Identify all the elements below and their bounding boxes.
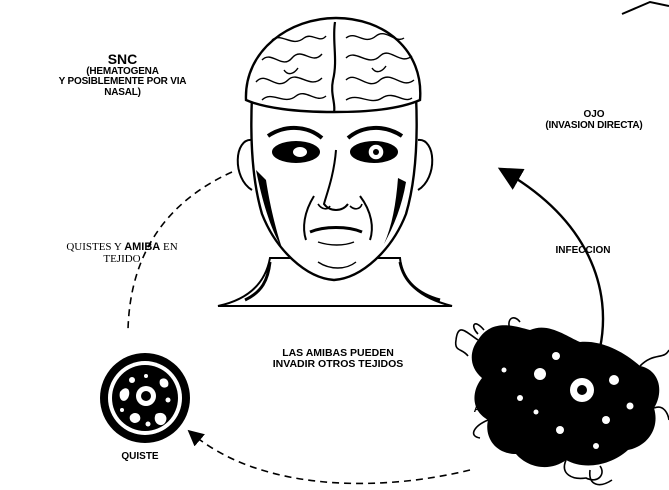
snc-label: SNC (HEMATOGENA Y POSIBLEMENTE POR VIA N… bbox=[30, 52, 215, 98]
corner-fragment bbox=[622, 2, 669, 14]
infeccion-label: INFECCION bbox=[538, 246, 628, 257]
ojo-title: OJO bbox=[514, 110, 669, 121]
ojo-label: OJO (INVASION DIRECTA) bbox=[514, 110, 669, 131]
invadir-label: LAS AMIBAS PUEDEN INVADIR OTROS TEJIDOS bbox=[238, 348, 438, 370]
quistes-text-pre: QUISTES Y bbox=[66, 241, 124, 253]
ojo-detail: (INVASION DIRECTA) bbox=[514, 121, 669, 132]
quiste-label: QUISTE bbox=[100, 452, 180, 463]
cycle-arc-bottom bbox=[190, 432, 470, 483]
cyst-illustration bbox=[100, 353, 190, 443]
infection-arc bbox=[502, 170, 603, 348]
snc-detail: (HEMATOGENA Y POSIBLEMENTE POR VIA NASAL… bbox=[30, 67, 215, 99]
amoeba-illustration bbox=[456, 318, 669, 485]
amiba-label: AMIBA bbox=[460, 405, 520, 416]
human-head-illustration bbox=[218, 18, 452, 306]
quistes-text-bold: AMIBA bbox=[124, 241, 160, 253]
quistes-label: QUISTES Y AMIBA EN TEJIDO bbox=[22, 242, 222, 265]
snc-title: SNC bbox=[30, 52, 215, 67]
